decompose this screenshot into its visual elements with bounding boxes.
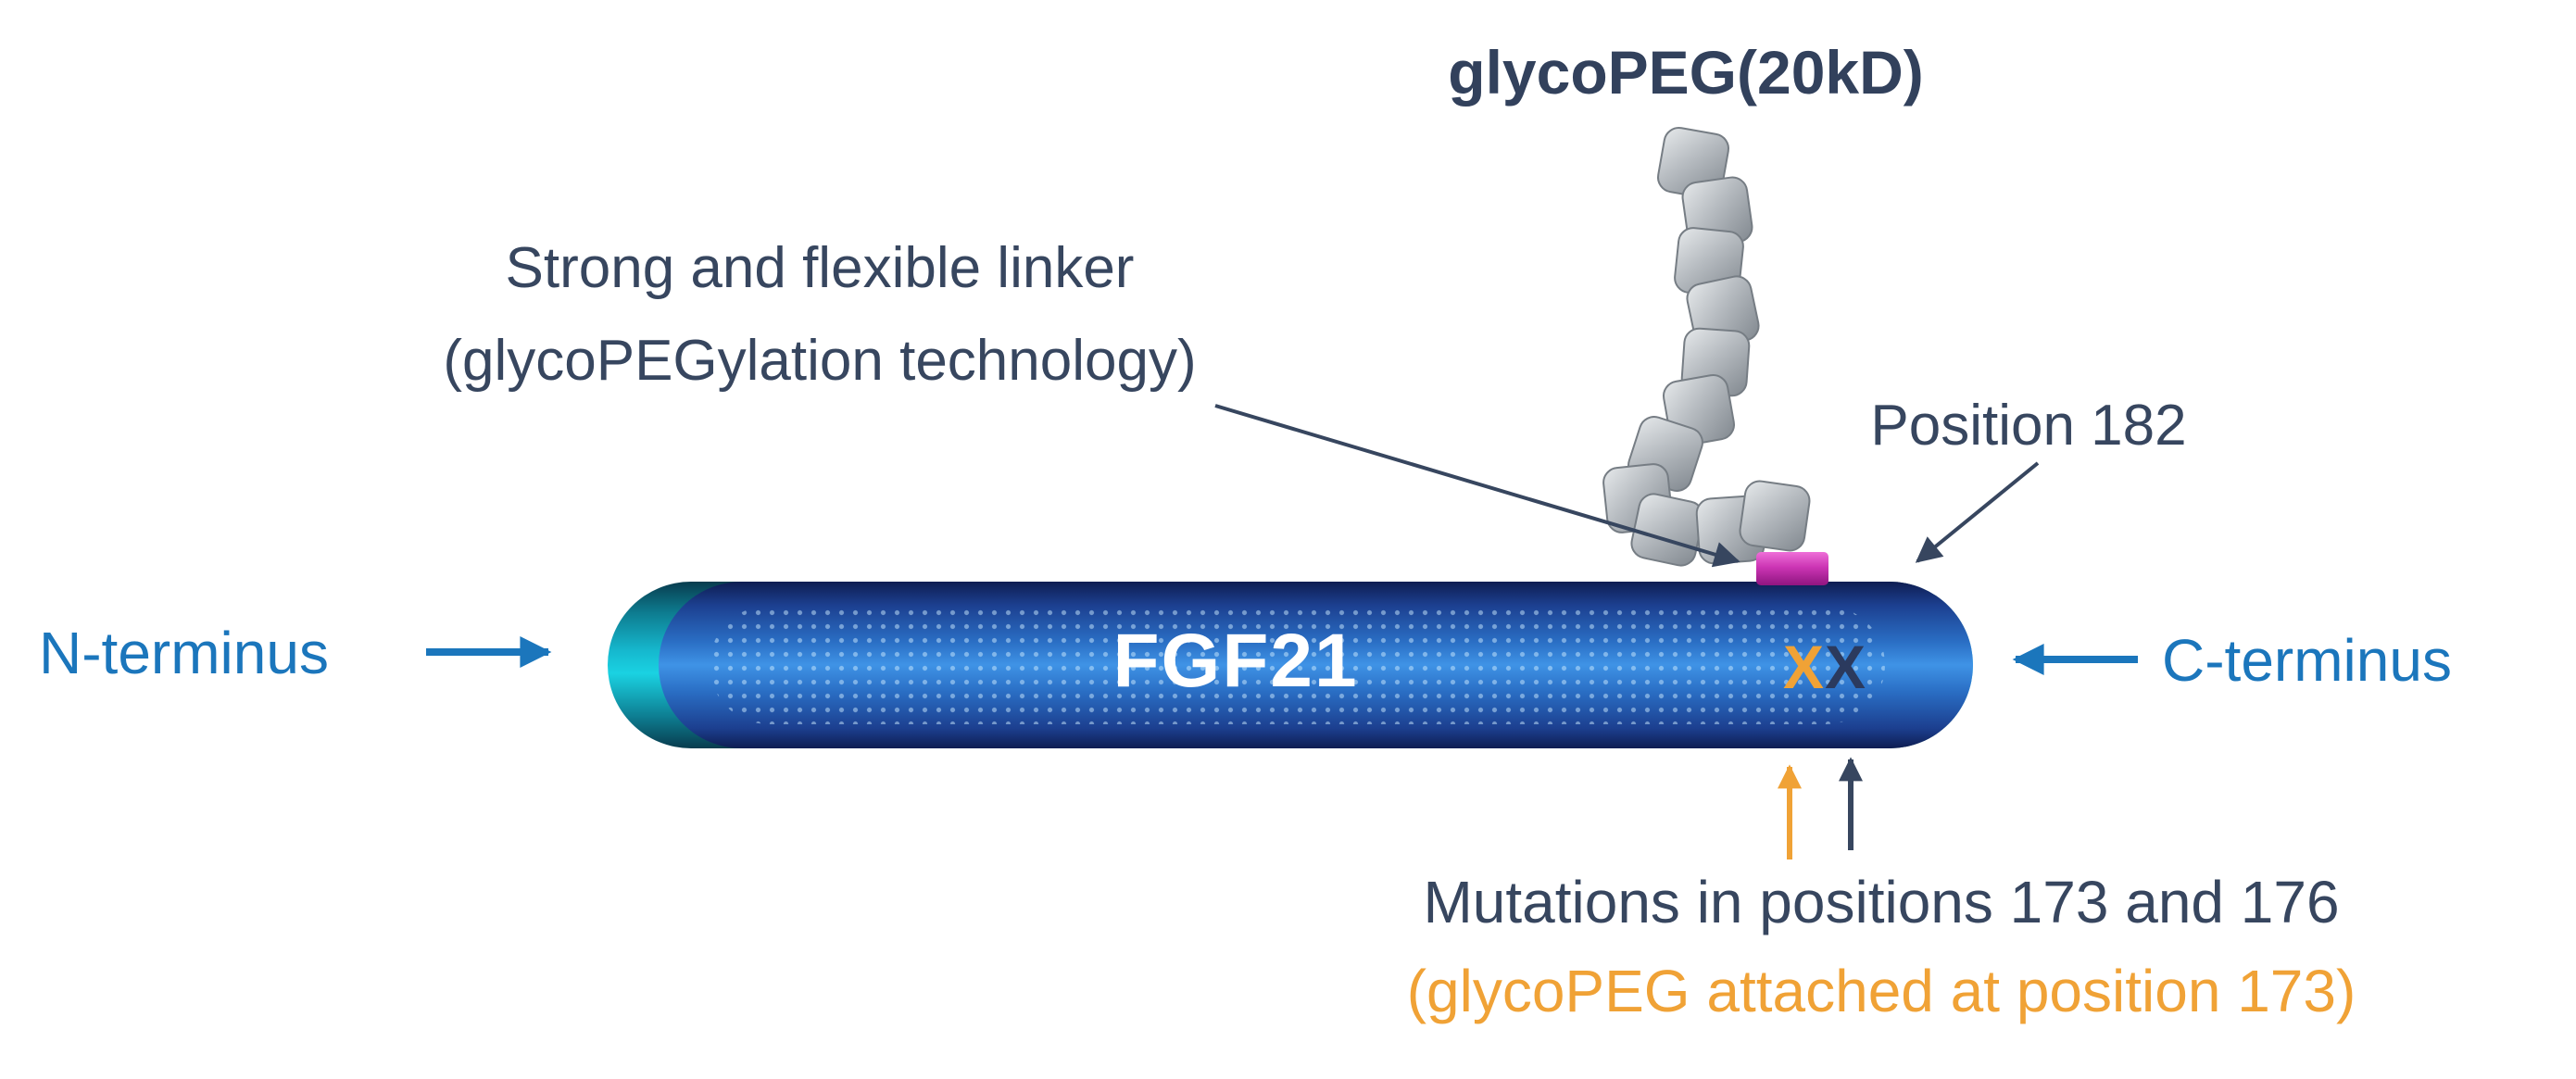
c-terminus-label: C-terminus bbox=[2162, 627, 2452, 694]
protein-name-label: FGF21 bbox=[1112, 619, 1359, 704]
mutations-label-line2: (glycoPEG attached at position 173) bbox=[1406, 958, 2356, 1024]
position-182-arrow bbox=[1915, 461, 2040, 563]
n-terminus-label: N-terminus bbox=[39, 620, 329, 686]
glycopeg-title: glycoPEG(20kD) bbox=[1448, 38, 1924, 107]
mutation-sites: XX bbox=[1765, 632, 1885, 702]
glycopeg-bead-chain-icon bbox=[1602, 126, 1811, 567]
mutation-x-position-176: X bbox=[1825, 633, 1867, 701]
mutations-label: Mutations in positions 173 and 176 (glyc… bbox=[1297, 858, 2466, 1035]
linker-label-line1: Strong and flexible linker bbox=[505, 236, 1135, 300]
glycopeg-linker-block bbox=[1756, 552, 1828, 585]
fgf21-protein-bar: FGF21 bbox=[608, 582, 1973, 748]
mutations-label-line1: Mutations in positions 173 and 176 bbox=[1423, 869, 2340, 935]
protein-bar-body bbox=[659, 582, 1973, 748]
linker-label: Strong and flexible linker (glycoPEGylat… bbox=[269, 222, 1371, 408]
position-182-label: Position 182 bbox=[1870, 394, 2187, 458]
mutation-x-position-173: X bbox=[1782, 633, 1825, 701]
linker-arrow bbox=[1214, 404, 1740, 568]
linker-label-line2: (glycoPEGylation technology) bbox=[443, 329, 1197, 393]
